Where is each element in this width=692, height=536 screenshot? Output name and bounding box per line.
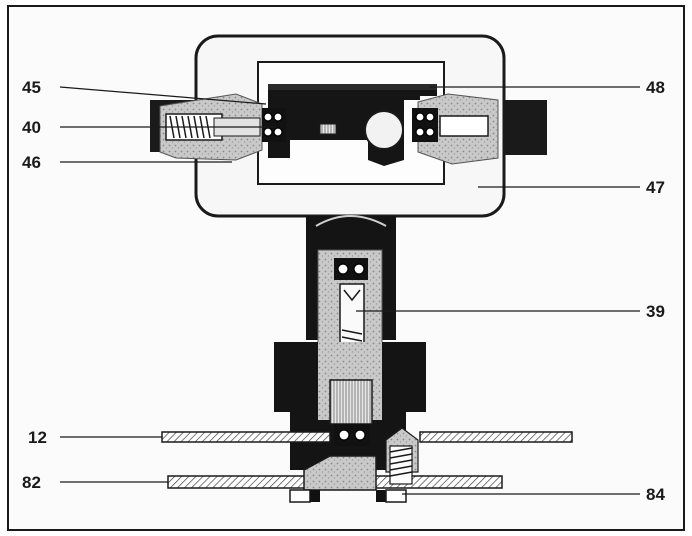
label-12: 12 [28,428,47,447]
label-40: 40 [22,118,41,137]
label-47: 47 [646,178,665,197]
label-48: 48 [646,78,665,97]
head-assembly [150,34,547,218]
label-45: 45 [22,78,41,97]
plates [161,427,573,503]
bore-circle [364,110,404,150]
label-39: 39 [646,302,665,321]
plate-12-right [419,431,573,443]
label-46: 46 [22,153,41,172]
interior-block [268,90,437,166]
label-82: 82 [22,473,41,492]
leader-45 [59,86,267,105]
plate-12-left [161,431,331,443]
base-wedge [303,455,377,491]
stem-assembly [274,215,426,470]
callout-labels: 45 40 46 48 47 39 12 82 84 [22,78,665,504]
label-84: 84 [646,485,665,504]
leader-lines [59,86,640,495]
